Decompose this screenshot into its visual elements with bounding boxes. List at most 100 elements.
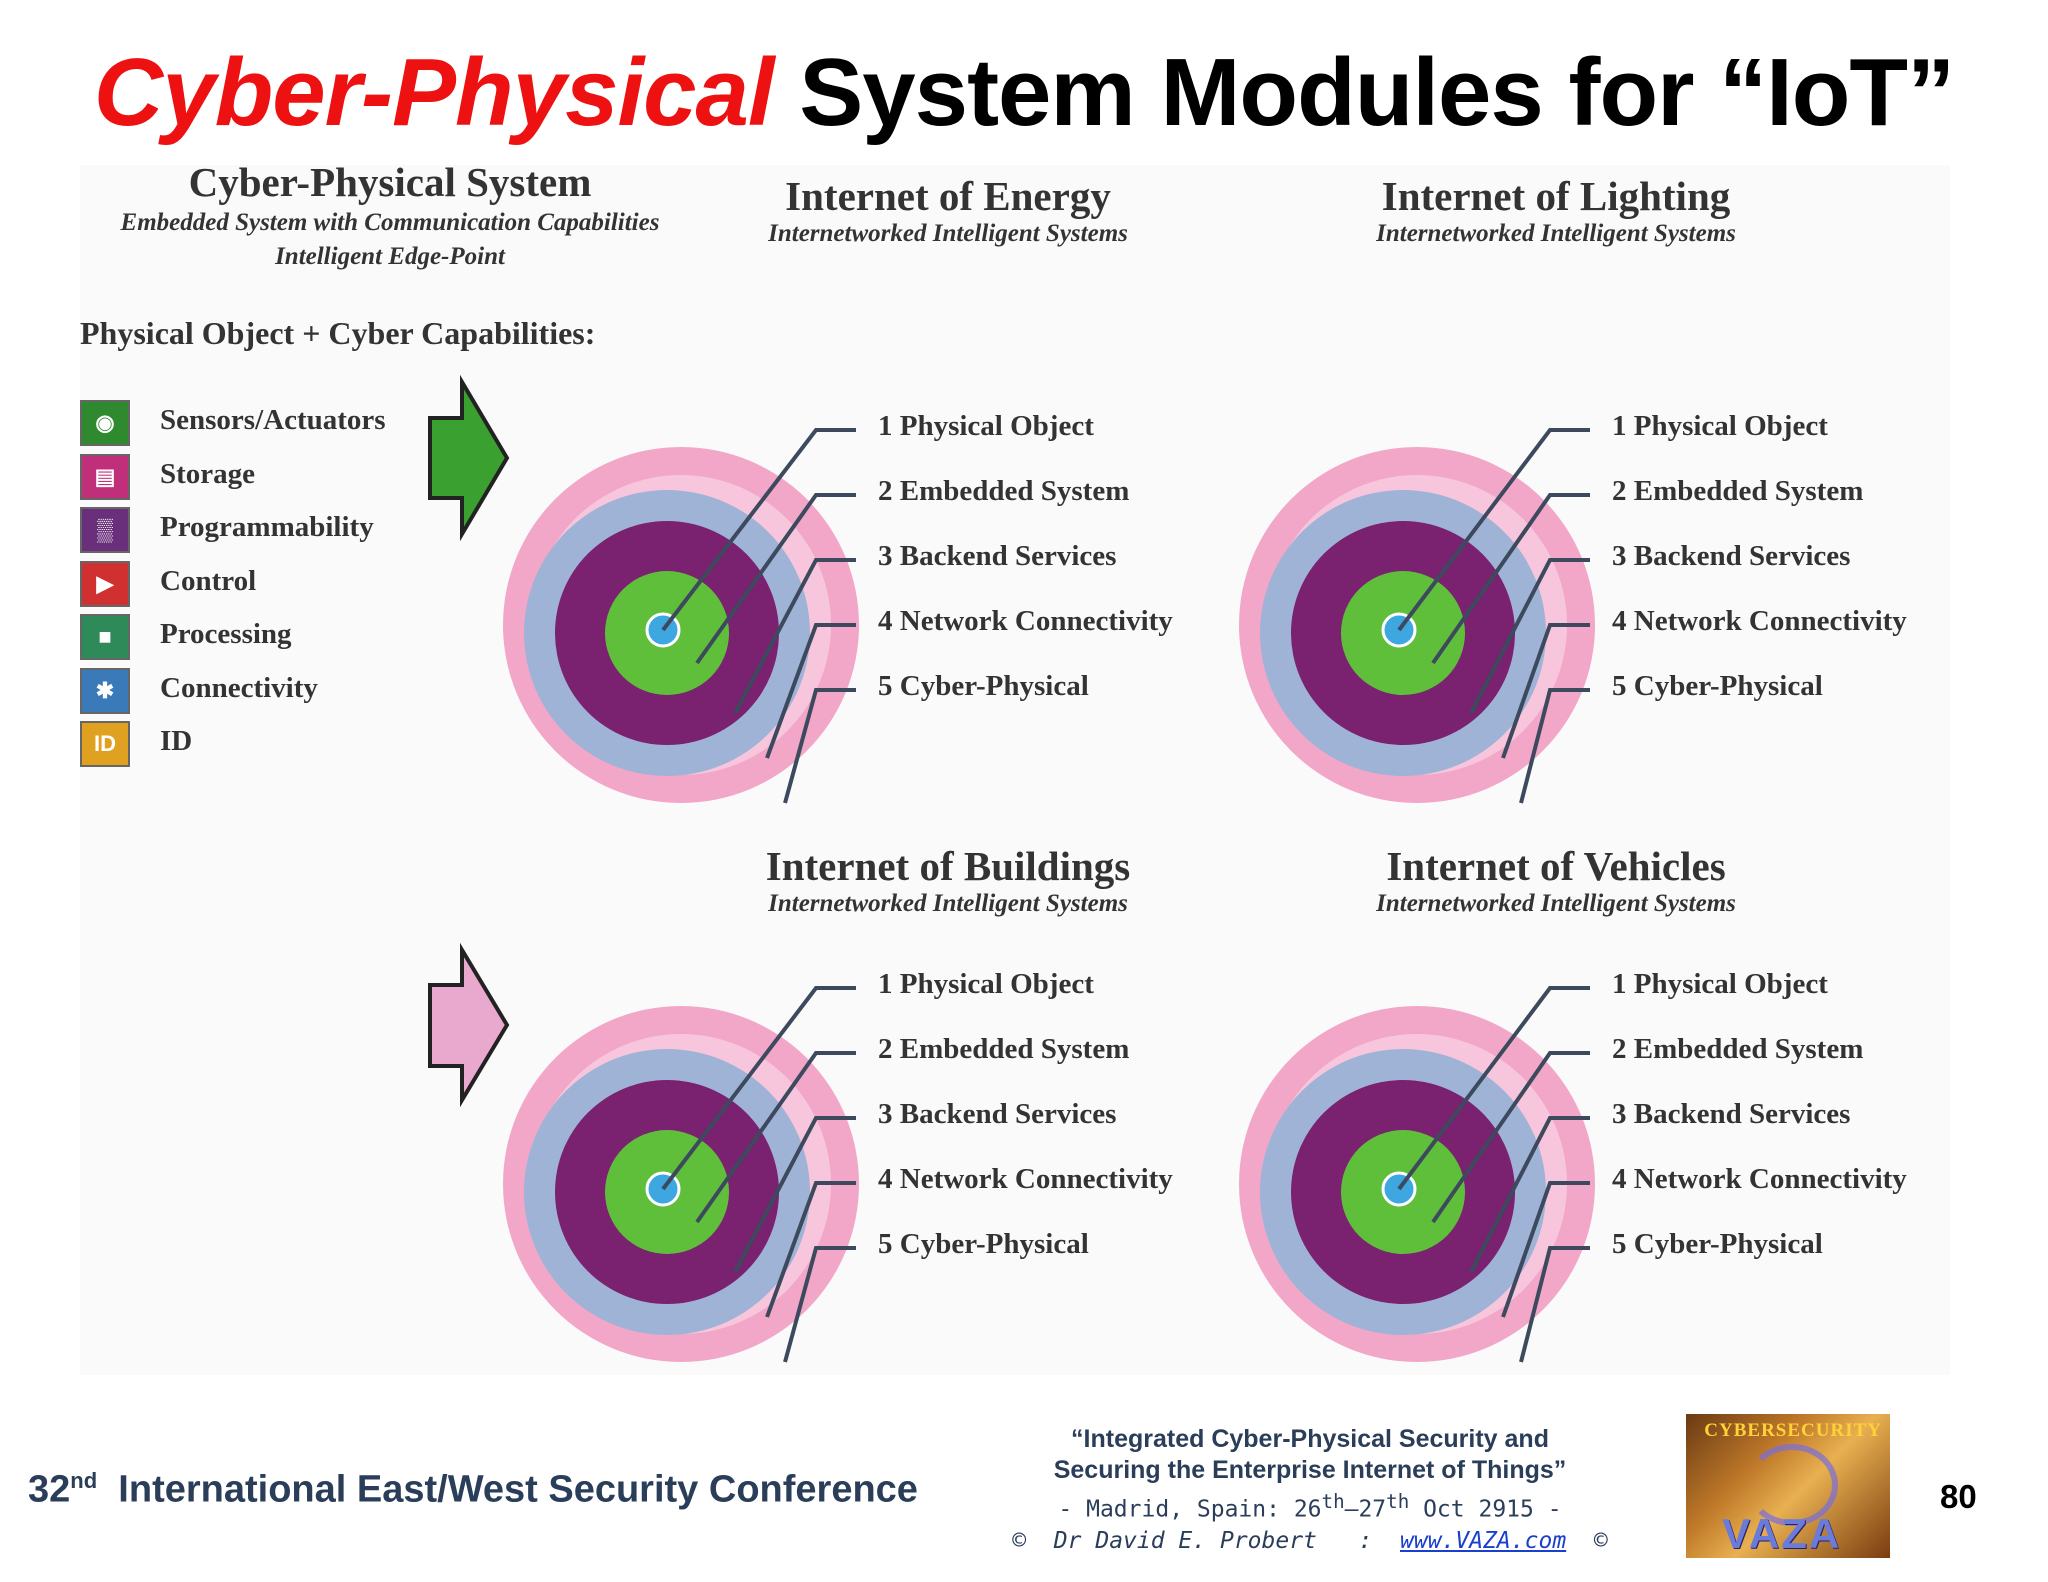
layer-label: 5 Cyber-Physical xyxy=(1612,1228,1823,1260)
storage-icon: ▤ xyxy=(80,453,130,500)
module-subtitle: Internetworked Intelligent Systems xyxy=(768,220,1128,247)
leader-line xyxy=(1469,558,1590,714)
vaza-link[interactable]: www.VAZA.com xyxy=(1400,1527,1567,1554)
layer-label: 3 Backend Services xyxy=(878,540,1117,572)
layer-label: 4 Network Connectivity xyxy=(1612,1163,1907,1195)
cps-subtitle-1: Embedded System with Communication Capab… xyxy=(120,209,660,236)
copyright-text: © xyxy=(1566,1527,1608,1554)
layer-label: 5 Cyber-Physical xyxy=(878,670,1089,702)
leader-line xyxy=(1501,623,1590,759)
leader-line xyxy=(695,493,856,665)
location-text: - Madrid, Spain: 26 xyxy=(1058,1496,1322,1523)
page-number: 80 xyxy=(1940,1478,1977,1515)
module-header-buildings: Internet of Buildings Internetworked Int… xyxy=(668,842,1228,918)
module-header-vehicles: Internet of Vehicles Internetworked Inte… xyxy=(1276,842,1836,918)
title-rest: System Modules for “IoT” xyxy=(773,39,1955,146)
layer-label: 4 Network Connectivity xyxy=(878,605,1173,637)
copyright-line: © Dr David E. Probert : www.VAZA.com © xyxy=(960,1526,1660,1557)
module-header-lighting: Internet of Lighting Internetworked Inte… xyxy=(1276,172,1836,248)
leader-line xyxy=(733,558,856,714)
conference-ordinal: 32 xyxy=(28,1468,71,1511)
leader-line xyxy=(661,986,856,1191)
layer-label: 1 Physical Object xyxy=(1612,410,1828,442)
capability-label: Sensors/Actuators xyxy=(160,404,386,436)
capability-label: ID xyxy=(160,725,193,757)
capability-item: ▒ Programmability xyxy=(80,507,410,561)
leader-line xyxy=(1469,1116,1590,1273)
layer-label: 5 Cyber-Physical xyxy=(1612,670,1823,702)
leader-line xyxy=(1431,493,1590,665)
leader-line xyxy=(1501,1181,1590,1318)
talk-title-line-1: “Integrated Cyber-Physical Security and xyxy=(1071,1425,1549,1453)
conference-title: International East/West Security Confere… xyxy=(118,1468,918,1511)
capability-item: ◉ Sensors/Actuators xyxy=(80,400,410,454)
leader-line xyxy=(765,1181,856,1318)
layer-label: 1 Physical Object xyxy=(1612,968,1828,1000)
talk-location: - Madrid, Spain: 26th–27th Oct 2915 - xyxy=(960,1486,1660,1526)
layer-label: 2 Embedded System xyxy=(878,1033,1130,1065)
module-header-energy: Internet of Energy Internetworked Intell… xyxy=(668,172,1228,248)
logo-top-text: CYBERSECURITY xyxy=(1704,1420,1882,1441)
leader-line xyxy=(1519,1246,1590,1363)
leader-line xyxy=(783,1246,856,1363)
layer-label: 1 Physical Object xyxy=(878,410,1094,442)
leader-line xyxy=(1397,986,1590,1191)
capability-label: Control xyxy=(160,564,257,597)
module-title: Internet of Energy xyxy=(785,173,1111,219)
vaza-logo: CYBERSECURITY VAZA xyxy=(1686,1414,1890,1558)
control-icon: ▶ xyxy=(80,560,130,607)
layer-label: 3 Backend Services xyxy=(1612,540,1851,572)
capability-item: ✱Connectivity xyxy=(80,667,410,722)
module-title: Internet of Lighting xyxy=(1381,173,1731,219)
capability-label: Storage xyxy=(160,457,256,490)
module-subtitle: Internetworked Intelligent Systems xyxy=(768,890,1128,917)
physical-heading: Physical Object + Cyber Capabilities: xyxy=(80,315,596,351)
module-title: Internet of Vehicles xyxy=(1386,843,1726,889)
capability-label: Programmability xyxy=(160,511,374,543)
module-subtitle: Internetworked Intelligent Systems xyxy=(1376,220,1736,247)
logo-bottom-text: VAZA xyxy=(1722,1510,1842,1557)
green-arrow-icon xyxy=(428,374,510,542)
leader-line xyxy=(1431,1051,1590,1224)
eye-icon: ◉ xyxy=(80,400,130,446)
pink-arrow-icon xyxy=(428,942,510,1108)
location-text: Oct 2915 - xyxy=(1409,1496,1562,1523)
cps-subtitle-2: Intelligent Edge-Point xyxy=(275,243,505,270)
location-sup: th xyxy=(1386,1490,1410,1513)
conference-name: 32nd International East/West Security Co… xyxy=(28,1468,918,1512)
layer-label: 3 Backend Services xyxy=(1612,1098,1851,1130)
circuit-icon: ▒ xyxy=(80,507,130,553)
location-text: –27 xyxy=(1344,1496,1387,1523)
copyright-text: © Dr David E. Probert : xyxy=(1012,1527,1400,1554)
antenna-icon: ✱ xyxy=(80,667,130,714)
module-subtitle: Internetworked Intelligent Systems xyxy=(1376,890,1736,917)
layer-label: 2 Embedded System xyxy=(1612,1033,1864,1065)
leader-line xyxy=(783,688,856,804)
layer-label: 4 Network Connectivity xyxy=(878,1163,1173,1195)
leader-line xyxy=(1519,688,1590,804)
leader-line xyxy=(765,623,856,759)
talk-info: “Integrated Cyber-Physical Security and … xyxy=(960,1424,1660,1557)
slide-title: Cyber-Physical System Modules for “IoT” xyxy=(0,38,2048,148)
capability-item: ▤ Storage xyxy=(80,453,410,508)
capability-label: Processing xyxy=(160,618,292,650)
module-title: Internet of Buildings xyxy=(765,843,1131,889)
leader-line xyxy=(1397,428,1590,632)
title-highlight: Cyber-Physical xyxy=(93,39,775,146)
leader-line xyxy=(733,1116,856,1273)
cps-header: Cyber-Physical System Embedded System wi… xyxy=(80,158,700,274)
leader-line xyxy=(661,428,856,632)
conference-ordinal-suffix: nd xyxy=(70,1468,98,1493)
leader-line xyxy=(695,1051,856,1224)
location-sup: th xyxy=(1321,1490,1345,1513)
layer-label: 1 Physical Object xyxy=(878,968,1094,1000)
layer-label: 4 Network Connectivity xyxy=(1612,605,1907,637)
capability-item: ▶ Control xyxy=(80,560,410,615)
layer-label: 2 Embedded System xyxy=(1612,475,1864,507)
layer-label: 3 Backend Services xyxy=(878,1098,1117,1130)
diagram-panel xyxy=(80,165,1950,1375)
chip-icon: ■ xyxy=(80,614,130,660)
cps-title: Cyber-Physical System xyxy=(188,159,592,205)
capability-item: ■ Processing xyxy=(80,614,410,668)
